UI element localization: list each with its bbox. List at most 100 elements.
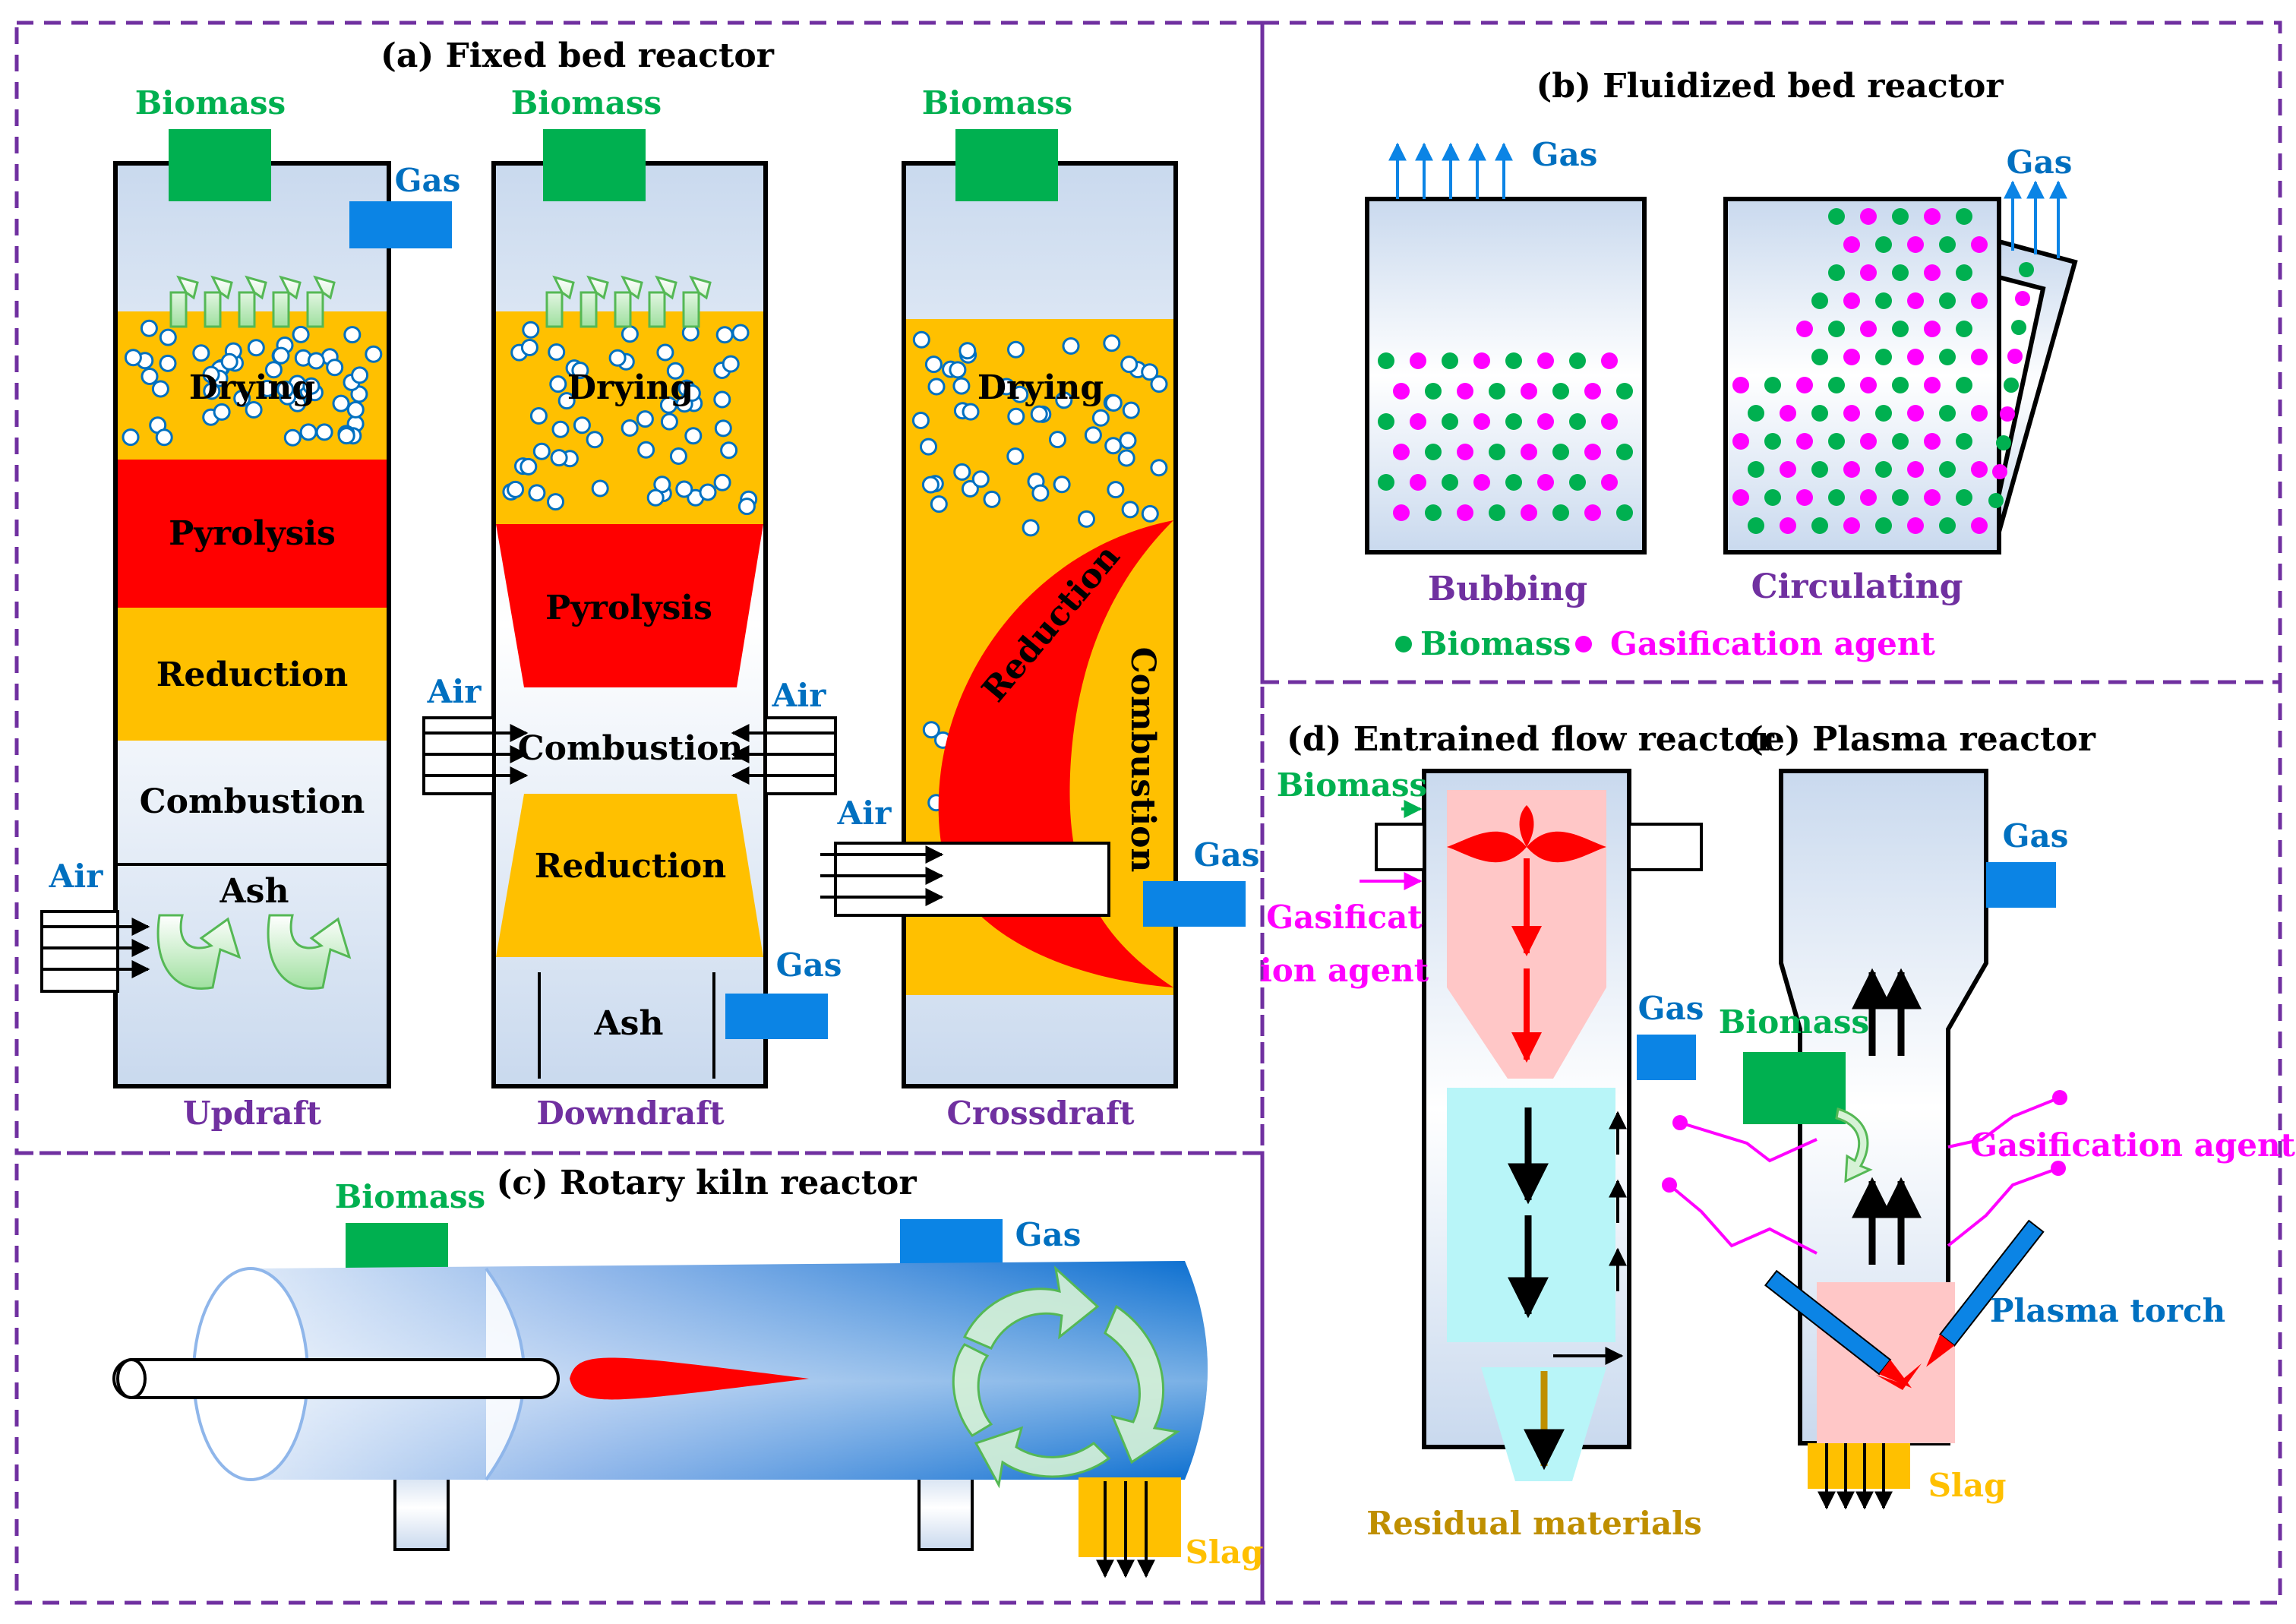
fuel-particle: [1078, 510, 1095, 528]
fuel-particle: [307, 352, 325, 370]
agent-particle: [1601, 352, 1618, 369]
downdraft-gas-label: Gas: [776, 946, 842, 984]
fuel-particle: [258, 379, 276, 397]
fuel-particle: [1122, 401, 1140, 419]
biomass-particle: [1616, 383, 1633, 400]
agent-particle: [1457, 504, 1473, 521]
biomass-particle: [1505, 474, 1522, 491]
biomass-particle: [1569, 413, 1586, 430]
fuel-particle: [737, 498, 756, 516]
biomass-particle: [1552, 383, 1569, 400]
agent-particle: [1992, 464, 2007, 479]
biomass-particle: [1939, 461, 1956, 478]
biomass-particle: [1875, 349, 1892, 365]
rotary-flame: [570, 1357, 809, 1400]
biomass-particle: [1939, 405, 1956, 422]
biomass-particle: [1875, 292, 1892, 309]
agent-particle: [1907, 517, 1924, 534]
updraft-recirculation-arrows: [156, 914, 352, 990]
agent-particle: [1907, 461, 1924, 478]
fuel-particle: [1049, 431, 1066, 449]
fuel-particle: [713, 390, 731, 409]
gas-up-arrow: [580, 275, 609, 328]
fuel-particle: [247, 339, 265, 357]
legend-biomass-label: Biomass: [1420, 625, 1571, 662]
biomass-particle: [1425, 444, 1442, 460]
fuel-particle: [124, 349, 142, 367]
agent-particle: [1971, 236, 1988, 253]
crossdraft-biomass-hopper: [955, 129, 1058, 201]
rotary-support-leg: [393, 1464, 450, 1551]
agent-particle: [1843, 461, 1860, 478]
fuel-particle: [586, 431, 604, 449]
biomass-particle: [1748, 517, 1764, 534]
entrained-gas-outlet: [1637, 1035, 1696, 1080]
biomass-particle: [1875, 405, 1892, 422]
agent-particle: [1843, 405, 1860, 422]
plasma-gas-up-arrows: [1852, 968, 1922, 1265]
fluidized-title: (b) Fluidized bed reactor: [1536, 67, 2004, 106]
biomass-particle: [1828, 489, 1845, 506]
agent-particle: [1907, 405, 1924, 422]
fuel-particle: [714, 419, 732, 438]
biomass-particle: [1892, 489, 1909, 506]
fuel-particle: [1141, 504, 1159, 523]
fuel-particle: [507, 480, 525, 498]
crossdraft-biomass-label: Biomass: [922, 84, 1072, 122]
fuel-particle: [528, 484, 546, 502]
fuel-particle: [573, 416, 591, 434]
agent-particle: [1780, 405, 1796, 422]
plasma-torch-tip: [1926, 1334, 1955, 1367]
updraft-air-inlet: [40, 910, 119, 993]
gas-up-arrow: [169, 275, 199, 328]
biomass-particle: [1505, 352, 1522, 369]
rotary-gas-outlet: [900, 1219, 1003, 1266]
crossdraft-combustion-label: Combustion: [1123, 647, 1162, 873]
fuel-particle: [343, 326, 362, 344]
plasma-reactor: Gas Biomass Plasma torch: [1662, 769, 2295, 1510]
agent-particle: [1843, 236, 1860, 253]
crossdraft-caption: Crossdraft: [946, 1095, 1135, 1132]
biomass-particle: [1616, 444, 1633, 460]
downdraft-air-arrows: [424, 724, 835, 785]
fuel-particle: [292, 325, 310, 343]
biomass-particle: [1939, 292, 1956, 309]
bubbling-caption: Bubbing: [1428, 570, 1587, 608]
fuel-particle: [549, 375, 567, 393]
fuel-particle: [571, 362, 589, 380]
entrained-upflow-arrows: [1553, 1111, 1627, 1365]
fuel-particle: [646, 488, 665, 507]
fuel-particle: [159, 354, 177, 372]
downdraft-reduction-zone: [496, 794, 763, 957]
fuel-particle: [930, 495, 948, 513]
biomass-particle: [1828, 321, 1845, 337]
gas-up-arrow: [204, 275, 233, 328]
fuel-particle: [656, 343, 674, 362]
rotary-gas-label: Gas: [1015, 1216, 1082, 1253]
entrained-flame-right: [1527, 831, 1606, 863]
plasma-gas-outlet: [1986, 862, 2056, 908]
fuel-particle: [1062, 337, 1080, 355]
plasma-agent-node: [1672, 1115, 1688, 1130]
agent-particle: [1584, 383, 1601, 400]
biomass-particle: [1489, 383, 1505, 400]
biomass-particle: [1892, 377, 1909, 393]
gas-up-arrow: [238, 275, 267, 328]
agent-particle: [1860, 321, 1877, 337]
agent-particle: [1924, 264, 1941, 281]
circulating-bed-particles: [1732, 208, 2034, 534]
agent-particle: [1393, 383, 1410, 400]
rotary-feed-tube-end: [116, 1358, 147, 1399]
fuel-particle: [551, 420, 570, 438]
fuel-particle: [921, 476, 940, 494]
fuel-particle: [547, 493, 564, 511]
legend-biomass-dot: [1395, 636, 1412, 652]
rotary-biomass-hopper: [346, 1223, 448, 1270]
fuel-particle: [365, 345, 383, 363]
downdraft-reactor: Biomass Drying Pyrolysis Combustion Redu…: [422, 84, 842, 1132]
fuel-particle: [522, 321, 540, 339]
agent-particle: [1521, 504, 1537, 521]
biomass-particle: [1569, 474, 1586, 491]
biomass-particle: [1748, 461, 1764, 478]
